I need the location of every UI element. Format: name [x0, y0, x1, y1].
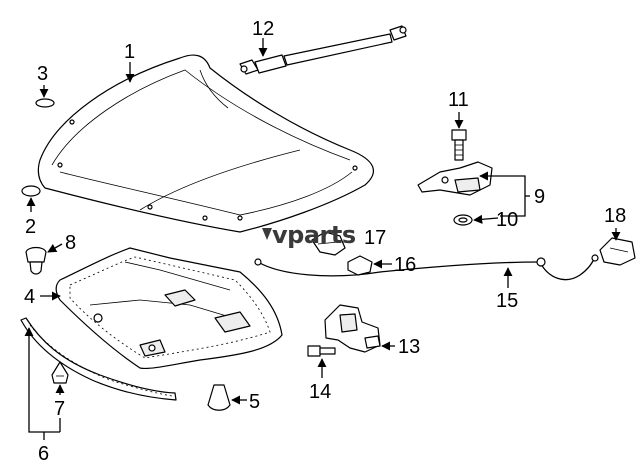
hood-plug-2 — [21, 185, 41, 197]
watermark: vparts — [262, 221, 356, 249]
hinge-bolt — [451, 129, 467, 161]
hood-hinge — [417, 161, 493, 196]
callout-17: 17 — [364, 227, 386, 249]
release-lever-18 — [599, 237, 636, 266]
release-cable — [254, 254, 599, 281]
callout-8: 8 — [65, 232, 76, 254]
leader-10 — [473, 214, 499, 224]
callout-6: 6 — [38, 443, 49, 465]
callout-5: 5 — [249, 391, 260, 413]
seal-clip-7 — [51, 361, 69, 384]
callout-numbers: 1 2 3 4 5 6 7 8 9 10 11 12 13 14 15 16 1… — [24, 18, 626, 465]
callout-16: 16 — [394, 254, 416, 276]
callout-1: 1 — [124, 41, 135, 63]
hood-seal — [20, 317, 177, 401]
callout-15: 15 — [496, 290, 518, 312]
watermark-text: vparts — [272, 221, 356, 249]
release-handle — [311, 231, 346, 256]
insulator-clip-8 — [25, 246, 47, 275]
hood-insulator — [55, 247, 283, 370]
callout-3: 3 — [37, 63, 48, 85]
callout-4: 4 — [24, 286, 35, 308]
callout-2: 2 — [25, 216, 36, 238]
callout-7: 7 — [54, 398, 65, 420]
leader-8 — [47, 243, 63, 253]
callout-9: 9 — [534, 186, 545, 208]
insulator-clip-5 — [207, 384, 231, 411]
hood-lift-support — [239, 25, 407, 75]
vparts-logo-icon — [262, 228, 272, 240]
callout-10: 10 — [496, 209, 518, 231]
hood-latch — [324, 304, 381, 353]
cable-clip-16 — [347, 255, 373, 276]
callout-13: 13 — [398, 336, 420, 358]
leader-6-bracket-left — [28, 336, 60, 433]
hood-panel — [37, 54, 375, 233]
latch-bolt — [307, 345, 336, 357]
callout-14: 14 — [309, 381, 331, 403]
callout-12: 12 — [252, 18, 274, 40]
callout-11: 11 — [448, 89, 469, 111]
leader-lines — [24, 38, 621, 440]
callout-18: 18 — [604, 205, 626, 227]
hinge-washer — [453, 214, 473, 226]
hood-plug-3 — [35, 98, 55, 108]
